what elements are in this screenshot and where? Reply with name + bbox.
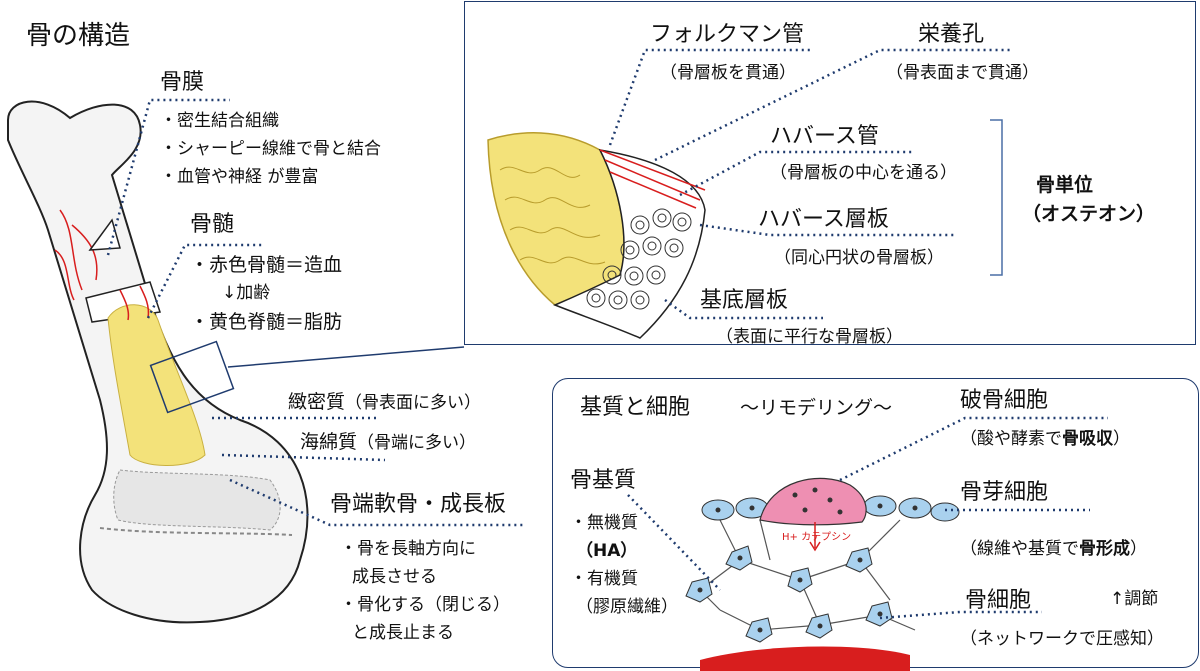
volkmann-canal-label: フォルクマン管: [650, 22, 805, 47]
red-marrow-label: ・赤色骨髄＝造血: [190, 254, 343, 276]
marrow-heading: 骨髄: [190, 212, 235, 237]
page-title: 骨の構造: [26, 21, 131, 51]
compact-bone-name: 緻密質: [288, 391, 346, 413]
spongy-bone-note: （骨端に多い）: [357, 433, 477, 453]
matrix-item: ・無機質: [570, 513, 638, 533]
osteoclast-note: （酸や酵素で骨吸収）: [960, 429, 1130, 450]
basal-lamella-label: 基底層板: [700, 288, 789, 313]
nutrient-foramen-note: （骨表面まで貫通）: [886, 63, 1039, 83]
osteoblast-note: （線維や基質で骨形成）: [960, 539, 1147, 560]
growth-plate-heading: 骨端軟骨・成長板: [330, 492, 507, 517]
matrix-item: ・有機質: [570, 569, 638, 589]
basal-lamella-note: （表面に平行な骨層板）: [716, 327, 903, 347]
growth-plate-item: ・骨を長軸方向に: [340, 539, 476, 559]
osteoblast-note-post: ）: [1130, 539, 1147, 559]
volkmann-canal-note: （骨層板を貫通）: [660, 63, 796, 83]
remodeling-subheading: ～リモデリング～: [740, 397, 893, 419]
compact-bone-note: （骨表面に多い）: [345, 393, 482, 413]
osteoclast-note-pre: （酸や酵素で: [960, 429, 1062, 449]
spongy-bone-label: 海綿質（骨端に多い）: [300, 431, 477, 454]
growth-plate-item: 成長させる: [352, 567, 437, 587]
haversian-canal-note: （骨層板の中心を通る）: [770, 163, 957, 183]
matrix-item: （HA）: [576, 541, 638, 561]
nutrient-foramen-label: 栄養孔: [918, 22, 985, 47]
yellow-marrow-label: ・黄色脊髄＝脂肪: [190, 311, 343, 333]
osteoclast-label: 破骨細胞: [960, 388, 1049, 413]
periosteum-heading: 骨膜: [160, 70, 205, 95]
periosteum-item: ・密生結合組織: [160, 111, 279, 131]
aging-label: ↓加齢: [222, 283, 271, 303]
osteon-heading: 骨単位: [1036, 174, 1094, 196]
periosteum-item: ・シャーピー線維で骨と結合: [160, 139, 381, 159]
osteocyte-label: 骨細胞: [965, 588, 1032, 613]
osteoblast-note-pre: （線維や基質で: [960, 539, 1079, 559]
osteoclast-note-post: ）: [1113, 429, 1130, 449]
haversian-canal-label: ハバース管: [770, 124, 879, 149]
osteon-subheading: （オステオン）: [1022, 203, 1156, 225]
haversian-lamella-note: （同心円状の骨層板）: [774, 248, 944, 268]
haversian-lamella-label: ハバース層板: [758, 207, 889, 232]
osteoblast-note-bold: 骨形成: [1079, 539, 1130, 559]
bone-matrix-heading: 骨基質: [570, 468, 637, 493]
osteoblast-label: 骨芽細胞: [960, 480, 1049, 505]
growth-plate-item: と成長止まる: [352, 623, 454, 643]
periosteum-item: ・血管や神経 が豊富: [160, 167, 319, 187]
h-cathepsin-label: H+ カテプシン: [782, 532, 852, 543]
compact-bone-label: 緻密質（骨表面に多い）: [288, 391, 482, 414]
matrix-item: （膠原繊維）: [576, 597, 678, 617]
osteocyte-note: （ネットワークで圧感知）: [960, 629, 1164, 649]
osteoclast-note-bold: 骨吸収: [1062, 429, 1113, 449]
growth-plate-item: ・骨化する（閉じる）: [340, 595, 510, 615]
cells-heading: 基質と細胞: [580, 395, 691, 420]
spongy-bone-name: 海綿質: [300, 431, 358, 453]
regulation-label: ↑調節: [1110, 589, 1159, 609]
